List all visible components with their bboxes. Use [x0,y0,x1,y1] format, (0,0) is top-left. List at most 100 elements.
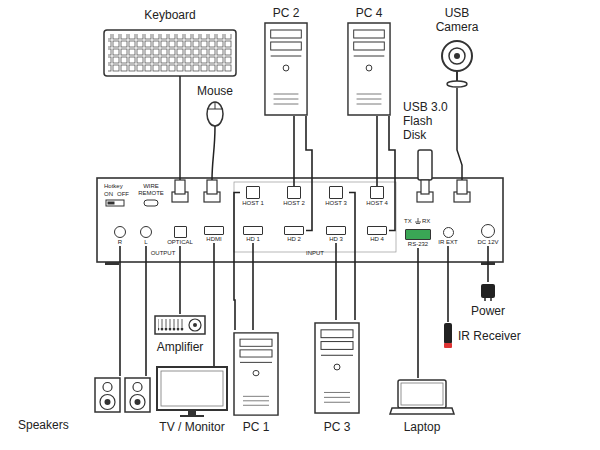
port-socket [174,226,187,238]
pc-tower [348,23,390,115]
kvm-housing [97,178,503,265]
flash-disk-icon [421,180,429,194]
device-node: Amplifier [152,314,208,354]
panel-port: HD 4 [365,226,389,243]
port-socket [443,227,454,238]
port-label: R [118,239,122,246]
ir-receiver-icon [444,323,452,348]
mouse-icon [215,102,216,109]
device-label: Keyboard [144,8,195,22]
port-socket [367,226,387,235]
laptop-icon [390,380,454,414]
tv-monitor-icon [161,371,223,406]
speaker-icon [135,399,141,405]
port-label: DC 12V [477,239,498,246]
amplifier-icon [155,316,205,334]
cable [447,246,449,322]
panel-port: HOST 4 [364,186,390,207]
port-socket [329,186,343,199]
speaker-icon [125,378,150,412]
device-node: Speakers [15,376,152,432]
panel-port: HOST 1 [240,186,266,207]
flash-disk-icon [418,150,432,194]
panel-port: HDMI [202,226,226,243]
device-label: Amplifier [157,340,204,354]
speaker-icon [100,395,115,410]
device-node: PC 1 [231,330,281,434]
cable [145,246,147,376]
panel-label-box: ON [104,191,113,198]
usb-camera-icon [442,41,472,71]
device-node: USB 3.0 Flash Disk [400,100,456,146]
speaker-icon [133,383,142,392]
device-node: TV / Monitor [156,366,228,434]
device-label: PC 1 [243,420,270,434]
port-label: HD 1 [246,236,260,243]
wire-remote-port [144,200,158,206]
cable [306,116,312,231]
port-socket [204,226,224,235]
port-socket [370,186,384,199]
mouse-icon [207,102,223,180]
cable [376,116,378,186]
port-socket [405,229,431,240]
port-label: HDMI [206,236,221,243]
kvm-housing [234,182,396,252]
usb-camera-icon [457,88,462,180]
port-label: HOST 3 [325,200,347,207]
ground-symbol [416,223,420,224]
port-label: HOST 1 [242,200,264,207]
device-label: Laptop [404,420,441,434]
speaker-icon [130,395,145,410]
hotkey-switch [106,200,124,206]
device-node: Mouse [192,84,238,128]
panel-label: INPUT [285,250,345,257]
usb-camera-icon [454,53,460,59]
power-adapter-icon [484,298,486,301]
kvm-housing [97,178,503,262]
keyboard-icon [179,76,181,180]
pc-tower [315,323,359,413]
power-adapter-icon [481,284,495,301]
port-label: HD 2 [287,236,301,243]
panel-label: OUTPUT [133,250,193,257]
usb-plug [207,180,217,194]
speaker-icon [103,383,112,392]
panel-label-box: TX [404,218,412,225]
pc-tower [234,23,390,415]
kvm-housing [105,262,119,265]
panel-port: R [112,226,128,246]
device-label: TV / Monitor [159,420,224,434]
power-adapter-icon [481,284,495,298]
panel-label: ON [104,191,113,198]
panel-label-box: RX [422,218,430,225]
panel-label-box: INPUT [285,250,345,257]
panel-port: RS-232 [403,229,433,248]
cable [213,243,215,366]
usb-plug [457,180,467,194]
cable [389,116,395,231]
port-label: HD 4 [370,236,384,243]
device-label: USB Camera [431,6,483,34]
tv-monitor-icon [157,367,227,410]
port-socket [284,226,304,235]
port-label: RS-232 [408,241,428,248]
pc-tower [234,333,278,415]
port-label: HD 3 [329,236,343,243]
panel-label-box: OFF [117,191,129,198]
device-label: Mouse [197,84,233,98]
speaker-icon [105,399,111,405]
panel-port: HD 1 [241,226,265,243]
usb-camera-icon [449,48,465,64]
pc-tower [265,23,307,115]
panel-port: IR EXT [436,227,460,246]
device-node: Power [466,282,510,318]
wire-remote-port [144,200,158,206]
panel-label: Hotkey [104,183,123,190]
mouse-icon [207,102,223,126]
device-label: Speakers [18,418,69,432]
panel-port: DC 12V [475,224,501,246]
device-node: Laptop [390,378,454,434]
cable [119,246,121,376]
